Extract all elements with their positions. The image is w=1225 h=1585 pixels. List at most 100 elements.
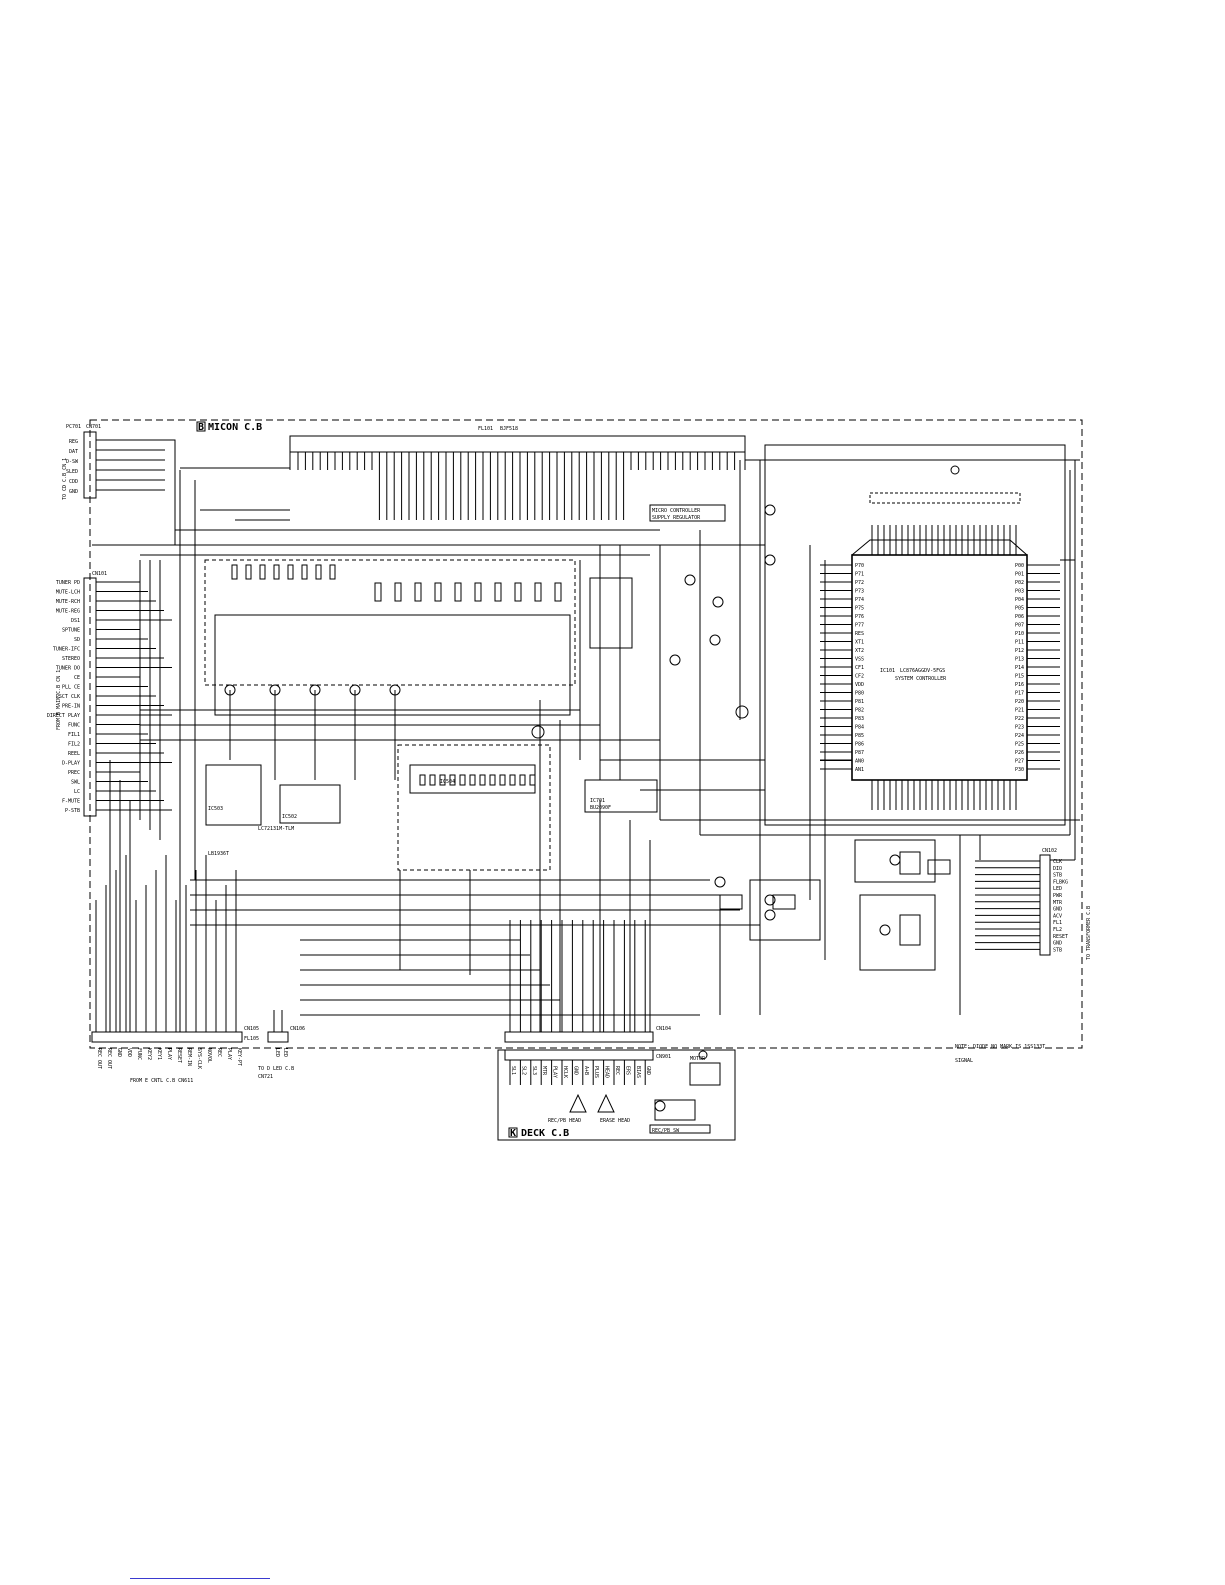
regulator-box xyxy=(649,504,726,522)
cn701-pin-label: REG xyxy=(69,439,78,445)
cn101-pin-label: D-PLAY xyxy=(62,761,80,767)
ic101-left-pin-label: XT1 xyxy=(855,640,864,646)
chip-pin-box xyxy=(439,774,446,786)
cn105-pin-label: SYS-CLK xyxy=(196,1048,202,1069)
ic502-part: LC72131M-TLM xyxy=(258,826,294,832)
cn101-body xyxy=(83,577,97,817)
ic504-ref: IC504 xyxy=(440,779,455,785)
fl101-ref: FL101 xyxy=(478,426,493,432)
ic101-right-pin-label: P24 xyxy=(1015,733,1024,739)
cn901-pin-label: A+B xyxy=(583,1066,589,1075)
cn701-pin-label: CDD xyxy=(69,479,78,485)
to-led-label-2: CN721 xyxy=(258,1074,273,1080)
cn105-pin-label: REM-IN xyxy=(186,1048,192,1066)
connector-cn105 xyxy=(91,1031,243,1043)
resistor xyxy=(434,582,442,602)
ic101-left-pin-label: VSS xyxy=(855,657,864,663)
connector-cn106 xyxy=(267,1031,289,1043)
tuner-block xyxy=(204,559,576,716)
transistors xyxy=(224,465,960,1112)
cn105-pin-label: VDD xyxy=(126,1048,132,1057)
micon-board-letter: B xyxy=(198,422,204,433)
cn701-pin-label: SLED xyxy=(66,469,78,475)
signal-label: SIGNAL xyxy=(955,1058,973,1064)
ic101-left-pin-label: P72 xyxy=(855,580,864,586)
cn105-pin-label: PLAY xyxy=(226,1048,232,1060)
side-label-left-top: TO CD C.B CN 1 xyxy=(62,458,68,500)
cn106-ref: CN106 xyxy=(290,1026,305,1032)
cn701-pin-label: GND xyxy=(69,489,78,495)
resistor xyxy=(273,564,280,580)
chip-pin-box xyxy=(429,774,436,786)
cn102-pin-label: GND xyxy=(1053,907,1062,913)
right-section xyxy=(719,839,951,971)
ic101-right-pin-label: P13 xyxy=(1015,657,1024,663)
cn101-pin-label: LC xyxy=(74,789,80,795)
cn105-pin-label: GND xyxy=(116,1048,122,1057)
cn101-pin-label: CE xyxy=(74,675,80,681)
cn901-pin-label: GND xyxy=(572,1066,578,1075)
cn101-pin-label: TUNER DO xyxy=(56,666,80,672)
bottom-bus-lines xyxy=(95,855,646,1085)
deck-part-1: REC/PB HEAD xyxy=(548,1118,581,1124)
chip-pin-box xyxy=(469,774,476,786)
connector-cn101 xyxy=(83,577,172,817)
cn102-pin-label: RESET xyxy=(1053,934,1068,940)
cn101-pin-label: SD xyxy=(74,637,80,643)
ic101-left-pin-label: P71 xyxy=(855,572,864,578)
cn102-pin-label: FLBKG xyxy=(1053,879,1068,885)
ic101-right-pin-label: P15 xyxy=(1015,674,1024,680)
side-label-right: TO TRANSFORMER C.B xyxy=(1086,906,1092,960)
cn102-lines xyxy=(975,860,1040,950)
ic101-left-pin-label: CF1 xyxy=(855,665,864,671)
audio-switch-block xyxy=(397,744,551,871)
cn901-pin-label: HEAD xyxy=(604,1066,610,1078)
chip-pin-box xyxy=(419,774,426,786)
ic701-part: BU2090F xyxy=(590,805,611,811)
ic101-part: LC876AGGDV-5FGS xyxy=(900,668,945,674)
ic101-ref: IC101 xyxy=(880,668,895,674)
cn701-pin-label: D-SW xyxy=(66,459,79,465)
cn101-pin-label: TUNER PD xyxy=(56,580,80,586)
cn101-pin-label: F-MUTE xyxy=(62,799,80,805)
ic101-left-pin-label: P81 xyxy=(855,699,864,705)
connector-cn701 xyxy=(83,431,176,546)
ic101-right-pin-label: P04 xyxy=(1015,597,1024,603)
ic101-right-pin-label: P05 xyxy=(1015,606,1024,612)
bus-lines xyxy=(109,459,1080,1032)
ic502-ref: IC502 xyxy=(282,814,297,820)
micon-board-name: MICON C.B xyxy=(208,422,262,433)
ic101-left-pin-label: AN0 xyxy=(855,759,864,765)
cn901-pin-label: PLUS xyxy=(593,1066,599,1078)
ic101-right-pin-label: P20 xyxy=(1015,699,1024,705)
cn102-pin-label: LED xyxy=(1053,886,1062,892)
ic101-left-pin-label: P84 xyxy=(855,725,864,731)
cn102-ref: CN102 xyxy=(1042,848,1057,854)
regulator-label2: SUPPLY REGULATOR xyxy=(652,515,701,521)
cn105-pin-label: RESET xyxy=(176,1048,182,1063)
cn102-pin-label: MTR xyxy=(1053,900,1063,906)
chip-pin-box xyxy=(489,774,496,786)
cn101-pin-label: REEL xyxy=(68,751,80,757)
cn101-pin-label: MUTE-LCH xyxy=(56,590,80,596)
ic101-right-pin-label: P30 xyxy=(1015,767,1024,773)
ic101-left-pin-label: P83 xyxy=(855,716,864,722)
cn105-pin-label: NOVOL xyxy=(206,1048,212,1063)
deck-board-outline xyxy=(497,1049,736,1141)
ic101-left-pin-label: P85 xyxy=(855,733,864,739)
ic101-right-pin-label: P01 xyxy=(1015,572,1024,578)
deck-components xyxy=(569,1050,721,1134)
from-cntl-label: FROM E CNTL C.B CN611 xyxy=(130,1078,193,1084)
resistor xyxy=(231,564,238,580)
cn106-pin-label: LED xyxy=(274,1048,280,1057)
cn101-pin-label: MUTE-REG xyxy=(56,609,80,615)
ic101-left-pin-label: RES xyxy=(855,631,864,637)
cn104-ref: CN104 xyxy=(656,1026,671,1032)
resistor xyxy=(315,564,322,580)
ic101-right-pin-label: P21 xyxy=(1015,708,1024,714)
resistor xyxy=(454,582,462,602)
ic503-part: LB1936T xyxy=(208,851,229,857)
ic101-right-pin-label: P06 xyxy=(1015,614,1024,620)
